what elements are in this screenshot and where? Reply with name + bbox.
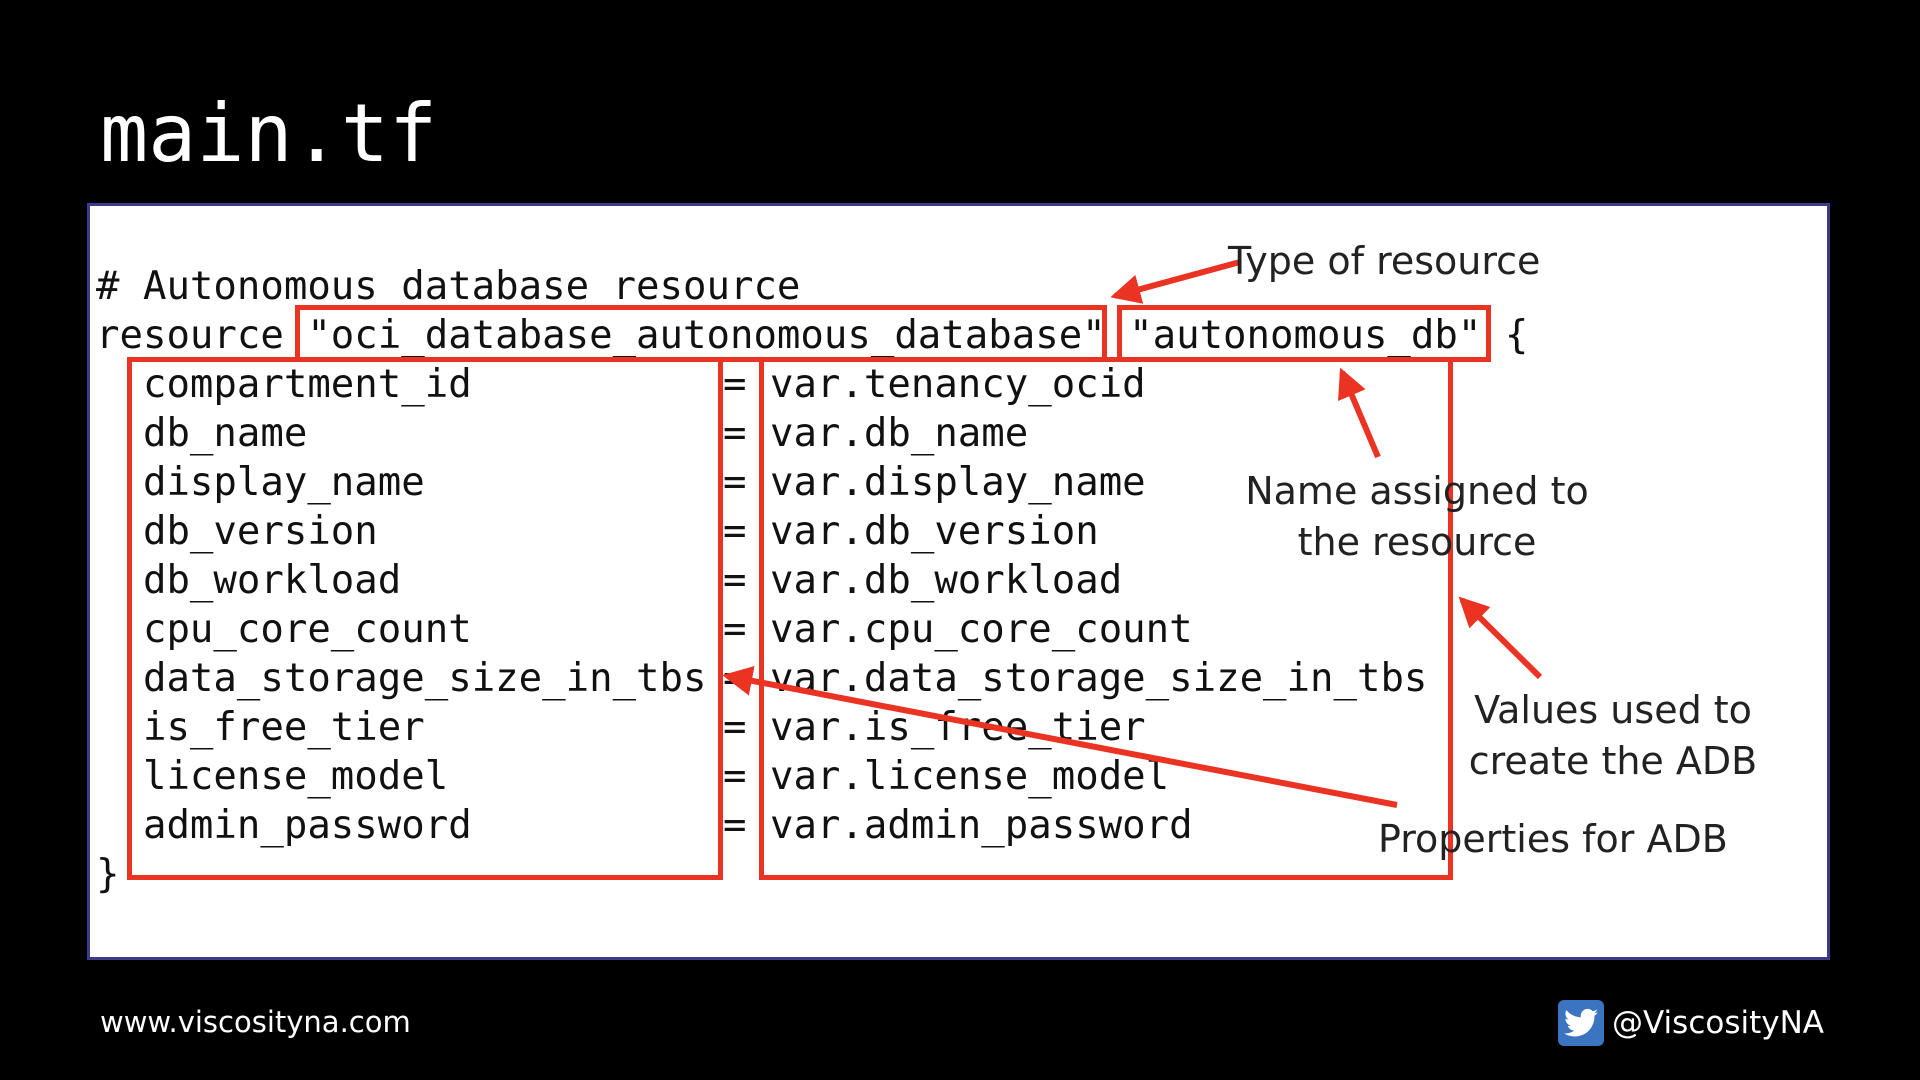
- property-key: is_free_tier: [142, 705, 425, 750]
- code-property-line: cpu_core_count: [96, 605, 472, 654]
- equals-sign: =: [723, 803, 747, 848]
- equals-sign: =: [723, 509, 747, 554]
- equals-sign: =: [723, 558, 747, 603]
- properties-highlight: [127, 357, 723, 880]
- code-value-line: = var.admin_password: [723, 801, 1193, 850]
- code-property-line: compartment_id: [96, 360, 472, 409]
- resource-type-string: "oci_database_autonomous_database": [307, 313, 1106, 358]
- code-value-line: = var.db_version: [723, 507, 1099, 556]
- code-comment: # Autonomous database resource: [96, 264, 801, 309]
- slide-title: main.tf: [100, 87, 438, 180]
- property-value: var.cpu_core_count: [769, 607, 1193, 652]
- property-key: db_name: [142, 411, 308, 456]
- resource-type-highlight: [295, 305, 1107, 362]
- code-property-line: db_name: [96, 409, 307, 458]
- twitter-handle: @ViscosityNA: [1612, 1005, 1824, 1041]
- footer-website: www.viscosityna.com: [100, 1005, 411, 1039]
- equals-sign: =: [723, 754, 747, 799]
- code-property-line: db_version: [96, 507, 378, 556]
- property-value: var.db_workload: [769, 558, 1123, 603]
- resource-name-highlight: [1117, 305, 1491, 362]
- equals-sign: =: [723, 411, 747, 456]
- code-panel: # Autonomous database resource resource …: [87, 203, 1830, 960]
- properties-for-adb-label: Properties for ADB: [1378, 817, 1728, 861]
- code-property-line: is_free_tier: [96, 703, 425, 752]
- code-property-line: display_name: [96, 458, 425, 507]
- property-key: cpu_core_count: [142, 607, 472, 652]
- equals-sign: =: [723, 362, 747, 407]
- values-highlight: [759, 357, 1453, 880]
- code-property-line: license_model: [96, 752, 448, 801]
- code-value-line: = var.db_workload: [723, 556, 1122, 605]
- property-key: db_workload: [142, 558, 402, 603]
- code-close-brace: }: [96, 852, 120, 897]
- property-key: license_model: [142, 754, 449, 799]
- code-value-line: = var.cpu_core_count: [723, 605, 1193, 654]
- code-value-line: = var.db_name: [723, 409, 1028, 458]
- resource-declaration-line: resource "oci_database_autonomous_databa…: [96, 311, 1528, 360]
- equals-sign: =: [723, 460, 747, 505]
- property-key: compartment_id: [142, 362, 472, 407]
- property-value: var.tenancy_ocid: [769, 362, 1146, 407]
- property-key: admin_password: [142, 803, 472, 848]
- equals-sign: =: [723, 705, 747, 750]
- property-value: var.db_name: [769, 411, 1029, 456]
- open-brace: {: [1504, 313, 1529, 358]
- code-value-line: = var.tenancy_ocid: [723, 360, 1146, 409]
- property-key: display_name: [142, 460, 425, 505]
- resource-keyword: resource: [96, 313, 284, 358]
- type-of-resource-label: Type of resource: [1228, 239, 1541, 283]
- resource-name-string: "autonomous_db": [1129, 313, 1482, 358]
- code-property-line: data_storage_size_in_tbs: [96, 654, 707, 703]
- twitter-bird-icon: [1558, 1000, 1605, 1046]
- property-value: var.admin_password: [769, 803, 1193, 848]
- property-value: var.db_version: [769, 509, 1099, 554]
- code-value-line: = var.display_name: [723, 458, 1146, 507]
- property-key: data_storage_size_in_tbs: [142, 656, 707, 701]
- property-value: var.display_name: [769, 460, 1146, 505]
- code-property-line: db_workload: [96, 556, 401, 605]
- code-property-line: admin_password: [96, 801, 472, 850]
- footer-twitter: @ViscosityNA: [1558, 1000, 1824, 1046]
- equals-sign: =: [723, 607, 747, 652]
- property-key: db_version: [142, 509, 378, 554]
- equals-sign: =: [723, 656, 747, 701]
